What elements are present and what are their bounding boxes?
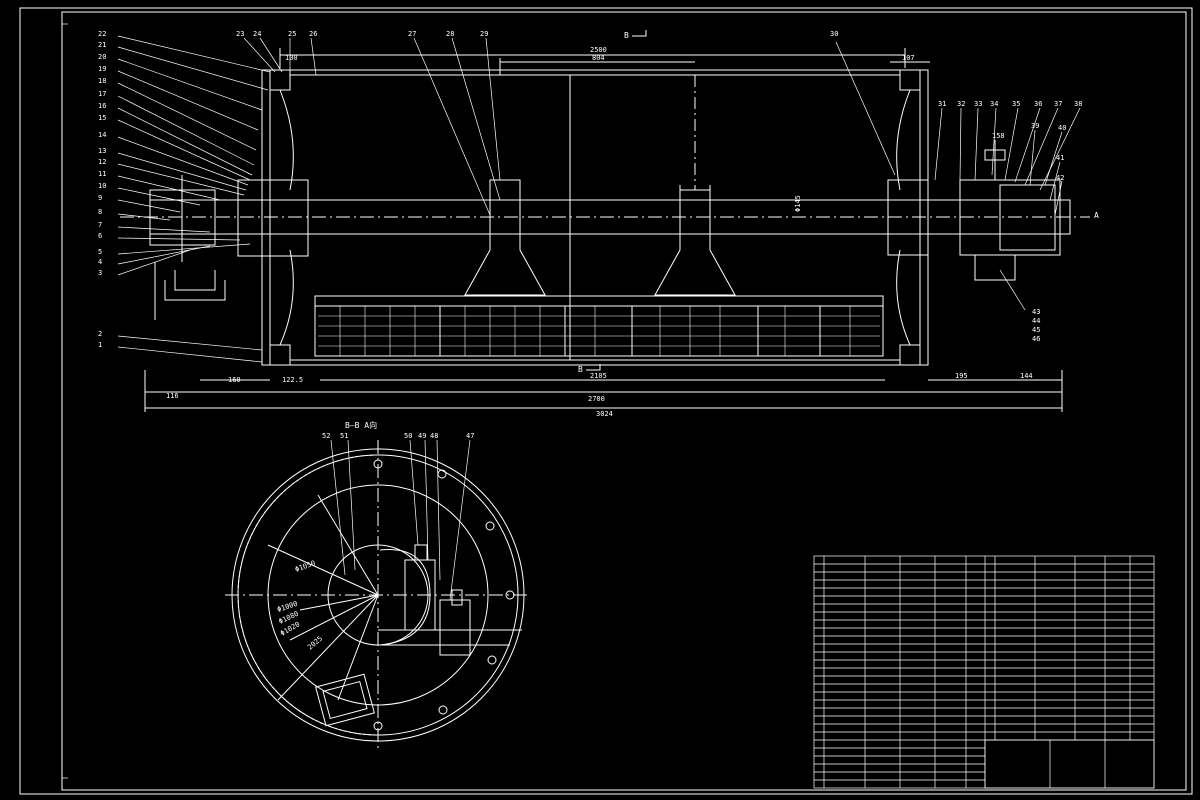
dim-bottom-overall: 3024 bbox=[596, 410, 613, 418]
dim-top-right-small: 107 bbox=[902, 54, 915, 62]
inner-frame bbox=[61, 11, 1187, 791]
dim-bottom-left-3: 122.5 bbox=[282, 376, 303, 384]
balloon-39: 39 bbox=[1031, 122, 1039, 130]
circular-section-view bbox=[225, 439, 530, 750]
balloon-34: 34 bbox=[990, 100, 998, 108]
balloon-48: 48 bbox=[430, 432, 438, 440]
balloon-40: 40 bbox=[1058, 124, 1066, 132]
dim-bottom-right-2: 144 bbox=[1020, 372, 1033, 380]
left-hub bbox=[237, 179, 309, 257]
balloon-38: 38 bbox=[1074, 100, 1082, 108]
balloon-25: 25 bbox=[288, 30, 296, 38]
balloon-17: 17 bbox=[98, 90, 106, 98]
balloon-47: 47 bbox=[466, 432, 474, 440]
balloon-19: 19 bbox=[98, 65, 106, 73]
balloon-33: 33 bbox=[974, 100, 982, 108]
balloon-5: 5 bbox=[98, 248, 102, 256]
balloon-9: 9 bbox=[98, 194, 102, 202]
balloon-13: 13 bbox=[98, 147, 106, 155]
leader-lines bbox=[117, 35, 1081, 363]
balloon-2: 2 bbox=[98, 330, 102, 338]
dim-bottom-left-1: 116 bbox=[166, 392, 179, 400]
balloon-50: 50 bbox=[404, 432, 412, 440]
support-right bbox=[654, 185, 736, 296]
balloon-15: 15 bbox=[98, 114, 106, 122]
balloon-22: 22 bbox=[98, 30, 106, 38]
balloon-24: 24 bbox=[253, 30, 261, 38]
section-mark-right: A bbox=[1094, 211, 1099, 220]
balloon-3: 3 bbox=[98, 269, 102, 277]
balloon-29: 29 bbox=[480, 30, 488, 38]
balloon-20: 20 bbox=[98, 53, 106, 61]
balloon-44: 44 bbox=[1032, 317, 1040, 325]
balloon-6: 6 bbox=[98, 232, 102, 240]
frame-marks bbox=[62, 23, 68, 779]
section-mark-top: B bbox=[624, 31, 629, 40]
balloon-42: 42 bbox=[1056, 174, 1064, 182]
dim-right-small: 158 bbox=[992, 132, 1005, 140]
outer-frame bbox=[19, 7, 1193, 795]
balloon-36: 36 bbox=[1034, 100, 1042, 108]
dim-top-overall: 2500 bbox=[590, 46, 607, 54]
parts-list-table bbox=[813, 555, 1155, 789]
balloon-14: 14 bbox=[98, 131, 106, 139]
balloon-43: 43 bbox=[1032, 308, 1040, 316]
magnet-array bbox=[314, 295, 884, 357]
dim-bottom-mid: 2700 bbox=[588, 395, 605, 403]
balloon-12: 12 bbox=[98, 158, 106, 166]
left-spoke-curve bbox=[279, 89, 294, 346]
dim-bottom-left-2: 160 bbox=[228, 376, 241, 384]
balloon-16: 16 bbox=[98, 102, 106, 110]
view-label: B–B A向 bbox=[345, 420, 377, 430]
dimension-texts: 2500 804 100 107 3024 2700 2105 116 160 … bbox=[166, 46, 1033, 418]
dim-bottom-right-1: 195 bbox=[955, 372, 968, 380]
balloon-7: 7 bbox=[98, 221, 102, 229]
balloon-35: 35 bbox=[1012, 100, 1020, 108]
balloon-10: 10 bbox=[98, 182, 106, 190]
balloon-4: 4 bbox=[98, 258, 102, 266]
section-mark-bottom: B bbox=[578, 365, 583, 374]
balloon-41: 41 bbox=[1056, 154, 1064, 162]
support-left bbox=[464, 185, 546, 296]
dim-top-inner: 804 bbox=[592, 54, 605, 62]
balloon-37: 37 bbox=[1054, 100, 1062, 108]
dim-top-left-small: 100 bbox=[285, 54, 298, 62]
balloon-52: 52 bbox=[322, 432, 330, 440]
balloon-26: 26 bbox=[309, 30, 317, 38]
balloon-51: 51 bbox=[340, 432, 348, 440]
balloon-30: 30 bbox=[830, 30, 838, 38]
balloon-49: 49 bbox=[418, 432, 426, 440]
balloon-27: 27 bbox=[408, 30, 416, 38]
balloon-23: 23 bbox=[236, 30, 244, 38]
balloon-18: 18 bbox=[98, 77, 106, 85]
balloon-28: 28 bbox=[446, 30, 454, 38]
dim-shaft-dia: Φ145 bbox=[794, 195, 802, 212]
balloon-31: 31 bbox=[938, 100, 946, 108]
left-end-plate bbox=[261, 69, 270, 366]
section-marks: B B A B–B A向 bbox=[345, 30, 1099, 430]
balloon-21: 21 bbox=[98, 41, 106, 49]
balloon-45: 45 bbox=[1032, 326, 1040, 334]
balloon-11: 11 bbox=[98, 170, 106, 178]
balloon-8: 8 bbox=[98, 208, 102, 216]
balloon-32: 32 bbox=[957, 100, 965, 108]
dim-bottom-inner: 2105 bbox=[590, 372, 607, 380]
balloon-1: 1 bbox=[98, 341, 102, 349]
balloon-46: 46 bbox=[1032, 335, 1040, 343]
main-section-view bbox=[120, 48, 1090, 412]
